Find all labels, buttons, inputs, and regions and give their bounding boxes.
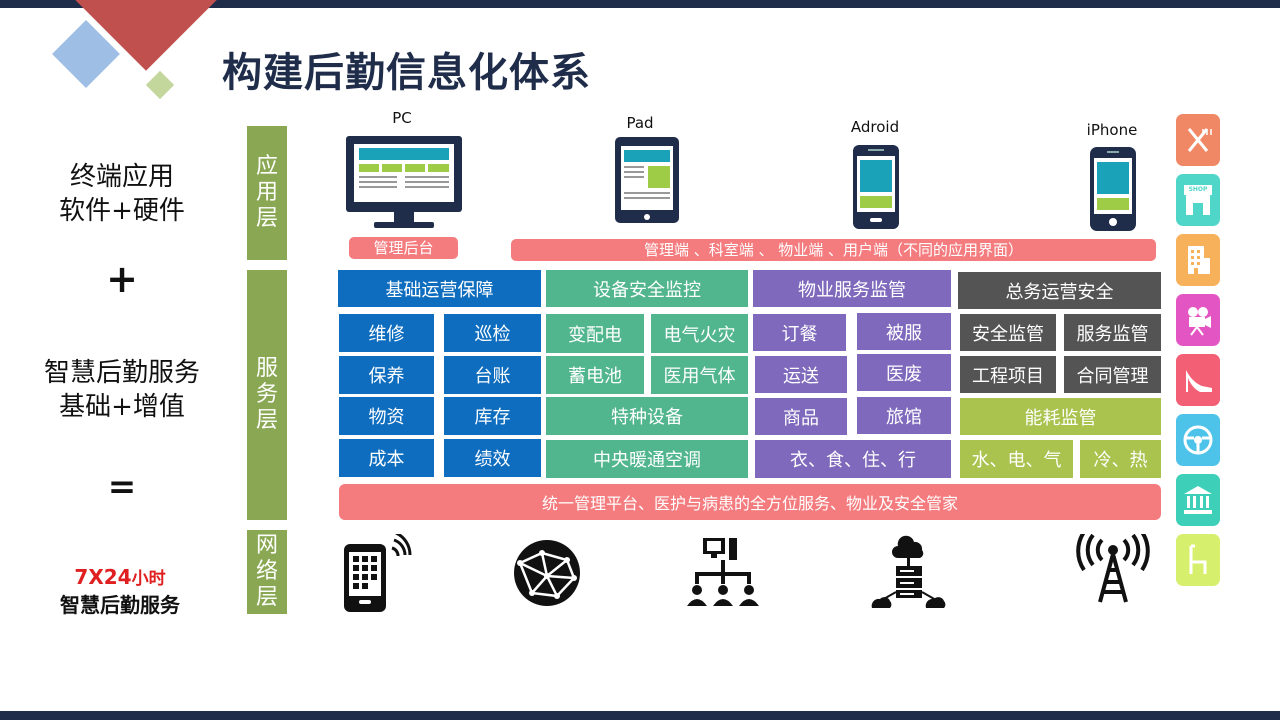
signal-tower-icon [1076, 534, 1150, 603]
page-title: 构建后勤信息化体系 [222, 50, 591, 96]
service-header-equipment: 设备安全监控 [546, 270, 748, 307]
service-cell-equipment: 特种设备 [546, 397, 748, 435]
service-header-general: 总务运营安全 [958, 272, 1161, 309]
decor-green-diamond [145, 70, 175, 100]
unified-platform-bar: 统一管理平台、医护与病患的全方位服务、物业及安全管家 [339, 484, 1161, 520]
service-cell-general: 工程项目 [960, 356, 1056, 393]
layer-network: 网络层 [247, 530, 287, 614]
left-equals: = [107, 467, 137, 507]
service-cell-property: 旅馆 [857, 397, 951, 434]
left-result-text: 7X24小时 智慧后勤服务 [0, 564, 240, 618]
layer-service-label: 服务层 [255, 356, 278, 433]
device-label-pad: Pad [626, 114, 654, 132]
layer-service: 服务层 [247, 270, 287, 520]
iphone-icon [1090, 147, 1136, 231]
android-phone-icon [853, 145, 899, 229]
left-line-3-red-suffix: 小时 [131, 569, 166, 589]
service-cell-basic: 台账 [444, 356, 541, 394]
left-line-3b: 智慧后勤服务 [60, 593, 180, 617]
service-cell-basic: 维修 [339, 314, 434, 352]
bottom-bar [0, 711, 1280, 720]
service-cell-general: 水、电、气 [960, 440, 1073, 478]
service-cell-basic: 库存 [444, 397, 541, 435]
heel-shoe-icon [1176, 354, 1220, 406]
service-cell-general: 合同管理 [1064, 356, 1161, 393]
globe-network-icon [514, 540, 580, 606]
service-cell-basic: 成本 [339, 439, 434, 477]
camera-icon [1176, 294, 1220, 346]
device-label-pc: PC [392, 109, 412, 127]
chair-icon [1176, 534, 1220, 586]
service-cell-equipment: 电气火灾 [651, 314, 748, 353]
org-network-icon [687, 538, 759, 606]
shop-icon-text: SHOP [1188, 186, 1208, 193]
left-line-2b: 基础+增值 [59, 392, 185, 422]
left-line-1a: 终端应用 [69, 162, 174, 192]
service-cell-equipment: 蓄电池 [546, 356, 644, 394]
service-cell-equipment: 医用气体 [651, 356, 748, 394]
service-header-basic: 基础运营保障 [338, 270, 541, 307]
left-service-text: 智慧后勤服务 基础+增值 [2, 356, 242, 424]
device-label-android: Adroid [850, 118, 900, 136]
left-line-2a: 智慧后勤服务 [43, 358, 200, 388]
tablet-icon [615, 137, 679, 223]
left-line-3-red: 7X24 [74, 565, 132, 589]
dining-icon [1176, 114, 1220, 166]
bank-icon [1176, 474, 1220, 526]
service-cell-general: 能耗监管 [960, 398, 1161, 435]
service-cell-property: 衣、食、住、行 [755, 440, 951, 478]
top-bar [0, 0, 1280, 8]
service-cell-basic: 绩效 [444, 439, 541, 477]
service-cell-property: 被服 [857, 313, 951, 350]
left-line-1b: 软件+硬件 [59, 196, 185, 226]
service-cell-basic: 保养 [339, 356, 434, 394]
server-cloud-icon [871, 535, 946, 608]
service-cell-basic: 物资 [339, 397, 434, 435]
service-cell-property: 医废 [857, 354, 951, 391]
service-cell-property: 运送 [755, 356, 847, 393]
left-plus: + [106, 257, 138, 301]
service-cell-equipment: 变配电 [546, 314, 644, 353]
client-apps-bar: 管理端 、科室端 、 物业端 、用户端（不同的应用界面） [511, 239, 1156, 261]
service-cell-general: 服务监管 [1064, 314, 1161, 351]
device-label-iphone: iPhone [1086, 121, 1138, 139]
service-cell-basic: 巡检 [444, 314, 541, 352]
service-cell-property: 订餐 [753, 314, 846, 351]
service-cell-general: 安全监管 [960, 314, 1056, 351]
steering-wheel-icon [1176, 414, 1220, 466]
building-icon [1176, 234, 1220, 286]
admin-backend-bar: 管理后台 [349, 237, 458, 259]
shop-icon: SHOP [1176, 174, 1220, 226]
monitor-icon [346, 136, 462, 228]
service-cell-general: 冷、热 [1080, 440, 1161, 478]
mobile-signal-icon [344, 534, 412, 612]
layer-app-label: 应用层 [255, 154, 278, 231]
left-terminal-text: 终端应用 软件+硬件 [2, 160, 242, 228]
service-cell-equipment: 中央暖通空调 [546, 440, 748, 478]
service-cell-property: 商品 [755, 398, 847, 435]
service-header-property: 物业服务监管 [753, 270, 951, 307]
layer-app: 应用层 [247, 126, 287, 260]
layer-network-label: 网络层 [255, 533, 278, 610]
